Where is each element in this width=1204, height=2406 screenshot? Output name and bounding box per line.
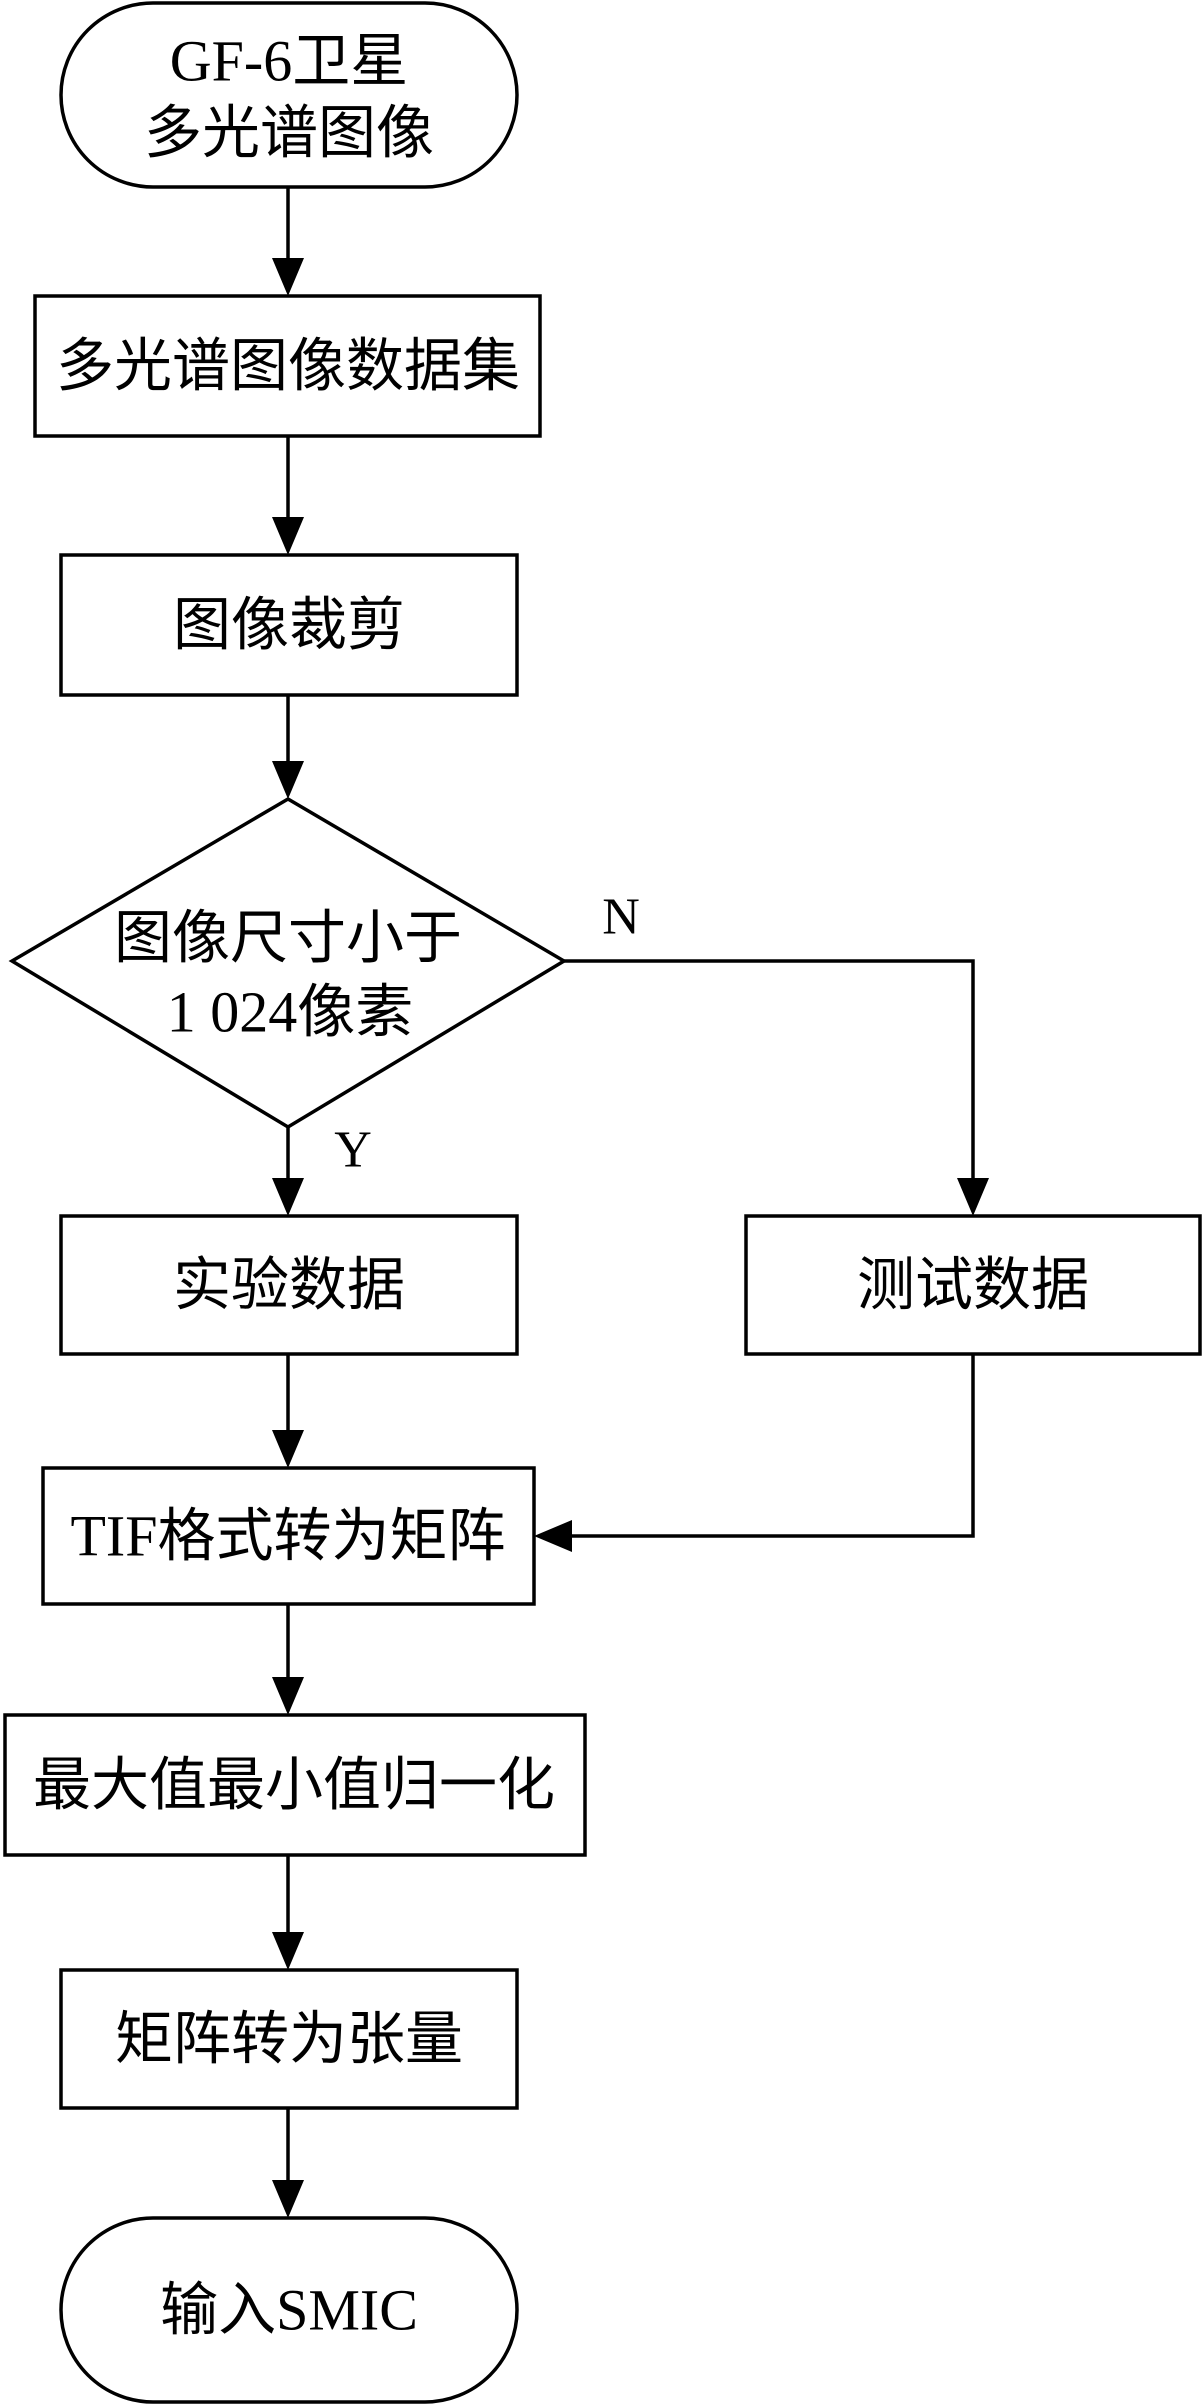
arrow-crop-to-decision	[272, 695, 304, 799]
arrow-experiment-to-tif	[272, 1354, 304, 1468]
crop-label: 图像裁剪	[173, 593, 405, 658]
node-start: GF-6卫星 多光谱图像	[59, 1, 519, 189]
yes-branch-label: Y	[334, 1122, 372, 1179]
decision-label-line-1: 图像尺寸小于	[114, 906, 462, 971]
dataset-label: 多光谱图像数据集	[56, 334, 520, 399]
arrow-dataset-to-crop	[272, 436, 304, 555]
arrow-test-to-tif	[534, 1354, 975, 1552]
arrowhead	[272, 2180, 304, 2218]
arrow-decision-to-experiment	[272, 1127, 304, 1216]
node-dataset: 多光谱图像数据集	[33, 294, 542, 438]
experiment-label: 实验数据	[173, 1253, 405, 1318]
arrowhead	[272, 1430, 304, 1468]
arrowhead	[272, 517, 304, 555]
node-normalize: 最大值最小值归一化	[3, 1713, 587, 1857]
node-tensor: 矩阵转为张量	[59, 1968, 519, 2110]
tif-box	[41, 1466, 536, 1606]
node-test: 测试数据	[744, 1214, 1202, 1356]
node-tif: TIF格式转为矩阵	[41, 1466, 536, 1606]
decision-label-line-2: 1 024像素	[167, 980, 414, 1045]
node-crop: 图像裁剪	[59, 553, 519, 697]
arrow-tensor-to-end	[272, 2108, 304, 2218]
arrow-decision-to-test	[564, 959, 989, 1216]
tif-label: TIF格式转为矩阵	[70, 1504, 505, 1569]
no-branch-label: N	[602, 889, 640, 946]
node-end: 输入SMIC	[59, 2216, 519, 2404]
arrowhead	[272, 761, 304, 799]
arrowhead	[272, 1677, 304, 1715]
node-experiment: 实验数据	[59, 1214, 519, 1356]
arrow-start-to-dataset	[272, 187, 304, 296]
dataset-box	[33, 294, 542, 438]
tensor-box	[59, 1968, 519, 2110]
arrowhead	[534, 1520, 572, 1552]
normalize-box	[3, 1713, 587, 1857]
tensor-label: 矩阵转为张量	[115, 2007, 463, 2072]
arrowhead	[957, 1178, 989, 1216]
arrowhead	[272, 258, 304, 296]
arrow-tif-to-normalize	[272, 1604, 304, 1715]
arrowhead	[272, 1932, 304, 1970]
end-label: 输入SMIC	[160, 2278, 418, 2343]
arrow-normalize-to-tensor	[272, 1855, 304, 1970]
start-label-line-1: GF-6卫星	[170, 29, 408, 94]
test-label: 测试数据	[857, 1253, 1089, 1318]
node-decision: 图像尺寸小于 1 024像素	[8, 796, 568, 1130]
normalize-label: 最大值最小值归一化	[33, 1753, 555, 1818]
end-terminal-shape	[59, 2216, 519, 2404]
start-label-line-2: 多光谱图像	[144, 101, 434, 166]
arrowhead	[272, 1178, 304, 1216]
